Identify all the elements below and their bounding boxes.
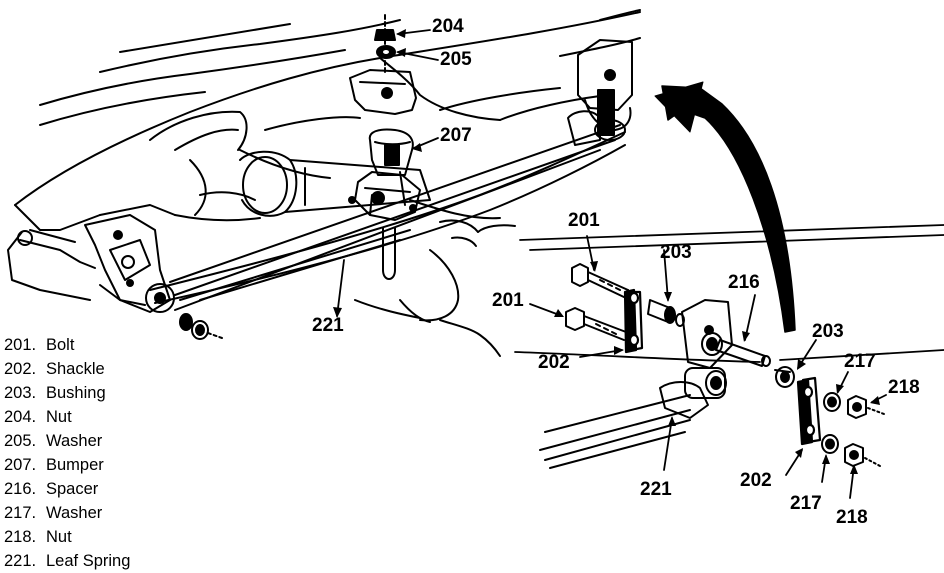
front-spring-hanger: [84, 214, 171, 313]
detail-washer-upper: [823, 392, 841, 412]
detail-frame-rail: [514, 224, 944, 363]
vehicle-frame: [7, 9, 641, 357]
callout-218-bottom: 218: [836, 507, 868, 528]
parts-legend: 201.Bolt 202.Shackle 203.Bushing 204.Nut…: [4, 333, 130, 573]
callout-217-bottom: 217: [790, 493, 822, 514]
callout-203-top: 203: [660, 242, 692, 263]
legend-item-205: 205.Washer: [4, 432, 103, 450]
callout-203-right: 203: [812, 321, 844, 342]
nut-204: [374, 29, 396, 41]
rear-shackle-hanger: [567, 39, 633, 146]
callout-204: 204: [432, 16, 464, 37]
legend-item-201: 201.Bolt: [4, 336, 75, 354]
leaf-spring-main: [145, 124, 626, 313]
callout-218-top: 218: [888, 377, 920, 398]
legend-item-202: 202.Shackle: [4, 360, 105, 378]
washer-205: [376, 45, 396, 59]
detail-shackle-upper: [623, 288, 644, 354]
assembly-arrow: [654, 81, 796, 333]
spring-seat: [348, 171, 421, 221]
detail-washer-lower: [821, 434, 839, 454]
callout-201-mid: 201: [492, 290, 524, 311]
legend-item-221: 221.Leaf Spring: [4, 552, 131, 570]
axle-housing: [17, 150, 431, 269]
callout-207: 207: [440, 125, 472, 146]
callout-202-mid: 202: [538, 352, 570, 373]
callout-205: 205: [440, 49, 472, 70]
legend-item-217: 217.Washer: [4, 504, 103, 522]
detail-bushing-upper: [647, 299, 685, 327]
callout-221-detail: 221: [640, 479, 672, 500]
detail-shackle-lower: [796, 376, 822, 446]
detail-nut-lower: [844, 443, 881, 467]
bumper: [368, 128, 414, 176]
callout-221-main: 221: [312, 315, 344, 336]
legend-item-216: 216.Spacer: [4, 480, 99, 498]
legend-item-204: 204.Nut: [4, 408, 72, 426]
front-eye-fasteners: [179, 313, 223, 340]
detail-bolt-lower: [565, 307, 627, 341]
leader-arrowheads: [333, 29, 880, 474]
legend-item-218: 218.Nut: [4, 528, 72, 546]
callout-201-top: 201: [568, 210, 600, 231]
detail-bushing-right: [774, 366, 795, 388]
callout-202-bottom: 202: [740, 470, 772, 491]
callout-217-top: 217: [844, 351, 876, 372]
leaf-spring-detail: [539, 367, 727, 469]
u-bolt: [382, 227, 396, 280]
detail-hanger-plate: [681, 299, 733, 369]
detail-nut-upper: [847, 395, 885, 419]
spacer-216: [715, 339, 771, 367]
legend-item-207: 207.Bumper: [4, 456, 104, 474]
legend-item-203: 203.Bushing: [4, 384, 106, 402]
detail-bolt-upper: [571, 263, 629, 299]
callout-216: 216: [728, 272, 760, 293]
